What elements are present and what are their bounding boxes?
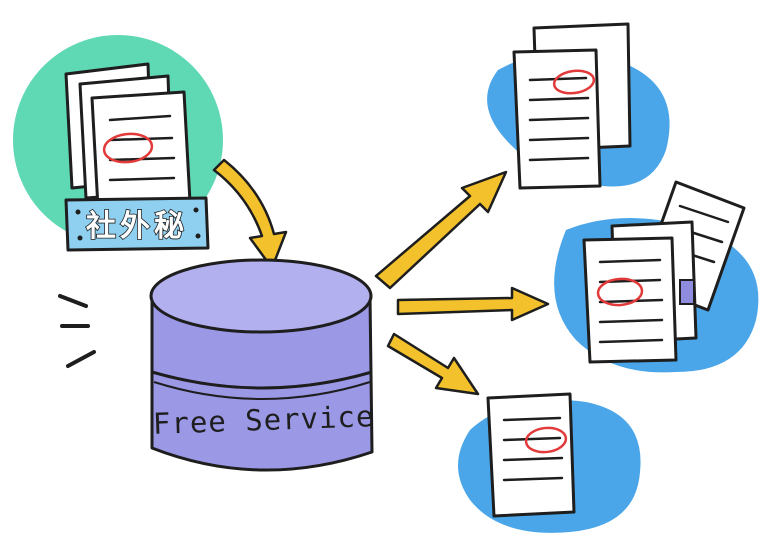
database-label: Free Service xyxy=(152,399,375,441)
destination-bottom xyxy=(458,392,641,533)
document-icon xyxy=(582,236,678,364)
database-icon: Free Service xyxy=(149,258,375,472)
destination-top xyxy=(487,22,670,190)
confidential-mark-icon xyxy=(524,426,568,454)
arrow-icon xyxy=(374,170,508,290)
arrow-icon xyxy=(396,286,550,322)
destination-middle xyxy=(554,180,759,373)
motion-lines-icon xyxy=(58,294,96,368)
stamp-label: 社外秘 xyxy=(86,209,188,244)
arrow-icon xyxy=(386,332,480,396)
document-icon xyxy=(90,90,192,210)
confidential-mark-icon xyxy=(552,69,596,95)
source-group: 社外秘 xyxy=(13,35,223,252)
confidential-mark-icon xyxy=(102,132,154,164)
confidential-stamp: 社外秘 xyxy=(64,196,210,252)
document-icon xyxy=(486,392,576,518)
document-icon xyxy=(512,48,602,190)
confidential-mark-icon xyxy=(596,277,644,307)
arrow-icon xyxy=(212,158,288,270)
